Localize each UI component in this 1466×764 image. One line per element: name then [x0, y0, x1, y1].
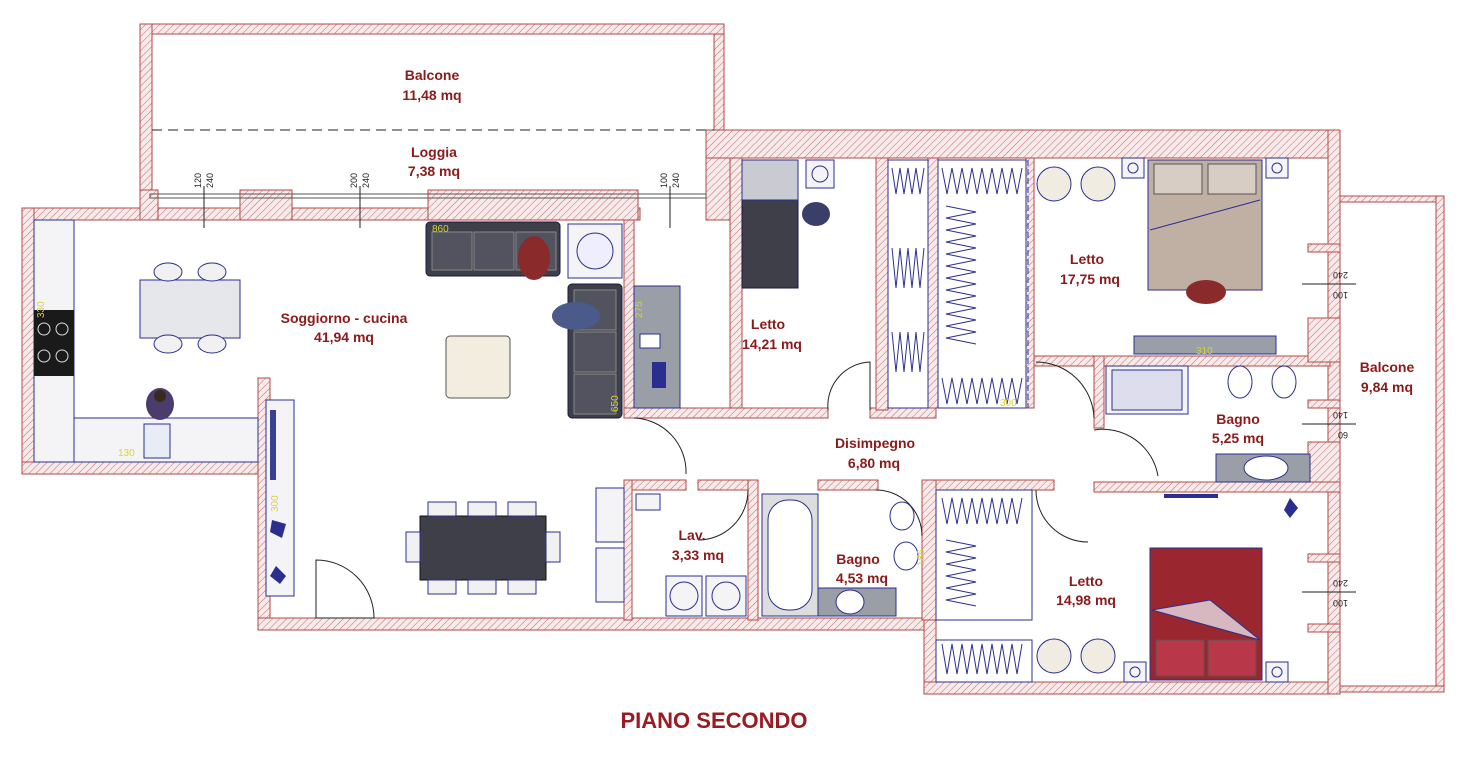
coffee-table — [445, 335, 511, 399]
room-area: 5,25 mq — [1212, 430, 1264, 446]
window-dim-4b: 100 — [1333, 290, 1348, 300]
cooktop — [34, 310, 74, 376]
window-dim-3b: 240 — [671, 173, 681, 188]
window-dim-4a: 240 — [1333, 270, 1348, 280]
room-name: Letto — [1069, 573, 1103, 589]
walls — [21, 23, 1445, 695]
window-markers — [203, 186, 1356, 593]
room-area: 6,80 mq — [848, 455, 900, 471]
furniture-dim: 130 — [118, 448, 135, 459]
window-dim-2b: 240 — [361, 173, 371, 188]
room-name: Loggia — [411, 144, 457, 160]
doors — [315, 361, 1159, 619]
room-name: Bagno — [1216, 411, 1260, 427]
window-dim-3a: 100 — [659, 173, 669, 188]
window-dim-1a: 120 — [193, 173, 203, 188]
furniture-dim: 275 — [634, 301, 645, 318]
wardrobe — [887, 159, 1029, 409]
sofa — [425, 221, 623, 419]
laundry-fixtures — [595, 487, 747, 617]
bed-single — [741, 159, 835, 289]
window-dim-5a: 140 — [1333, 410, 1348, 420]
room-area: 7,38 mq — [408, 163, 460, 179]
window-dim-1b: 240 — [205, 173, 215, 188]
room-name: Balcone — [405, 67, 460, 83]
person-figure — [146, 388, 174, 420]
bed-double-1 — [1036, 157, 1289, 355]
furniture-dim: 310 — [1196, 346, 1213, 357]
furniture-dim: 860 — [432, 224, 449, 235]
furniture-dim: 650 — [610, 395, 621, 412]
window-dim-2a: 200 — [349, 173, 359, 188]
room-name: Disimpegno — [835, 435, 915, 451]
window-dim-6a: 240 — [1333, 578, 1348, 588]
tv-unit — [265, 399, 295, 597]
kitchen-counter — [33, 219, 259, 463]
window-dim-5b: 60 — [1338, 430, 1348, 440]
room-name: Letto — [1070, 251, 1104, 267]
room-name: Balcone — [1360, 359, 1415, 375]
room-area: 9,84 mq — [1361, 379, 1413, 395]
furniture-dim: 300 — [270, 495, 281, 512]
room-name: Bagno — [836, 551, 880, 567]
room-name: Lav. — [679, 527, 706, 543]
desk — [633, 285, 681, 409]
room-name: Letto — [751, 316, 785, 332]
window-dim-6b: 100 — [1333, 598, 1348, 608]
dining-table — [405, 501, 561, 595]
loggia-window-sill — [149, 193, 707, 199]
room-area: 14,21 mq — [742, 336, 802, 352]
furniture-dim: 330 — [36, 301, 47, 318]
kitchen-sink — [143, 423, 171, 459]
furniture-dim: 300 — [1000, 398, 1017, 409]
room-area: 17,75 mq — [1060, 271, 1120, 287]
room-area: 41,94 mq — [314, 329, 374, 345]
room-name: Soggiorno - cucina — [281, 310, 408, 326]
bed-double-2 — [935, 489, 1298, 683]
bathroom-fixtures — [1105, 365, 1311, 483]
plan-title: PIANO SECONDO — [620, 708, 807, 733]
bathtub — [761, 493, 919, 617]
kitchen-table — [139, 262, 241, 354]
room-area: 3,33 mq — [672, 547, 724, 563]
room-area: 4,53 mq — [836, 570, 888, 586]
furniture-dim: 186 — [916, 549, 927, 566]
room-area: 14,98 mq — [1056, 592, 1116, 608]
room-area: 11,48 mq — [402, 87, 461, 103]
